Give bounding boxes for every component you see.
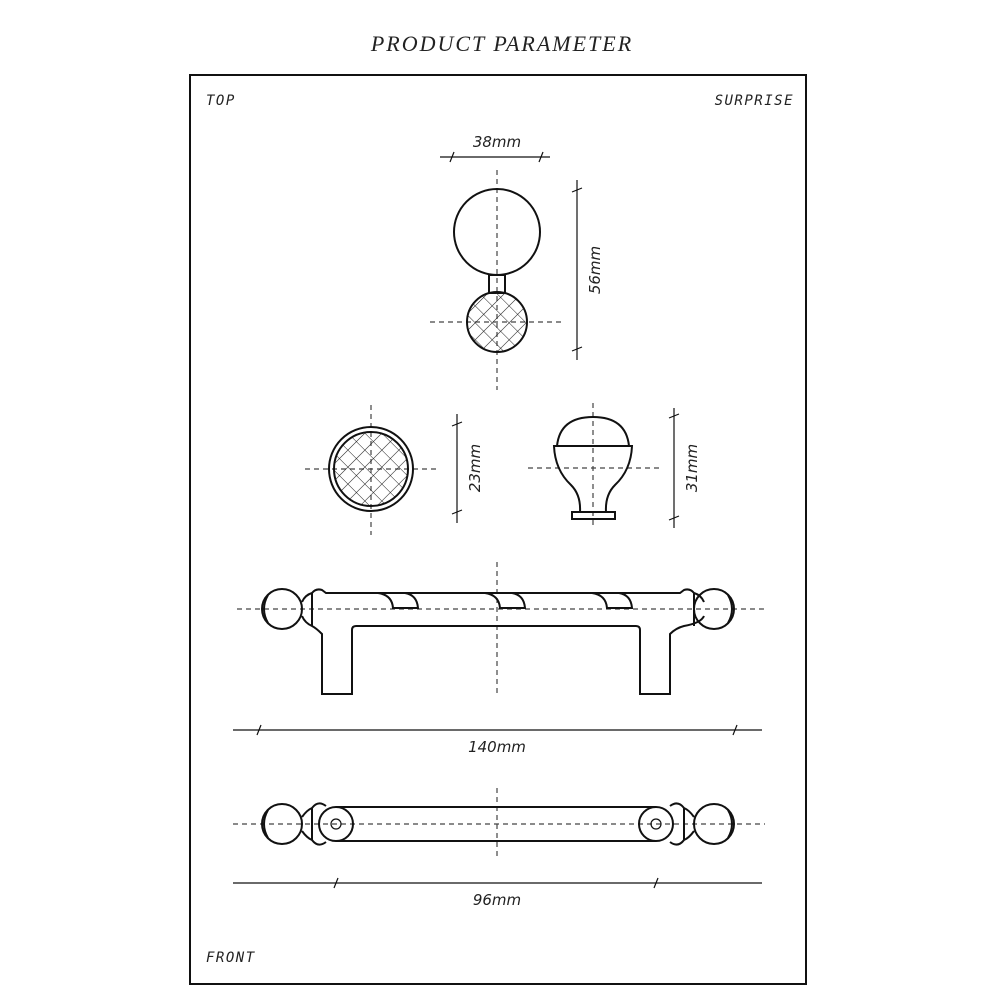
dim-knob-height: 31mm bbox=[683, 444, 701, 492]
handle-side-view: 140mm bbox=[233, 562, 765, 756]
knob-front-view: 23mm bbox=[305, 405, 484, 535]
handle-front-view: 96mm bbox=[233, 788, 765, 909]
label-top: TOP bbox=[206, 93, 236, 109]
label-brand: SURPRISE bbox=[715, 93, 794, 109]
dim-knob-diameter: 23mm bbox=[466, 444, 484, 492]
dim-knob-length: 56mm bbox=[586, 246, 604, 294]
dim-knob-width: 38mm bbox=[473, 133, 521, 151]
label-front: FRONT bbox=[206, 950, 256, 966]
dim-handle-length: 140mm bbox=[468, 738, 526, 756]
knob-side-view: 31mm bbox=[528, 403, 701, 528]
knob-top-view: 38mm 56mm bbox=[430, 133, 604, 390]
drawing-frame bbox=[189, 74, 807, 985]
page-title: PRODUCT PARAMETER bbox=[370, 31, 633, 56]
dim-hole-spacing: 96mm bbox=[473, 891, 521, 909]
